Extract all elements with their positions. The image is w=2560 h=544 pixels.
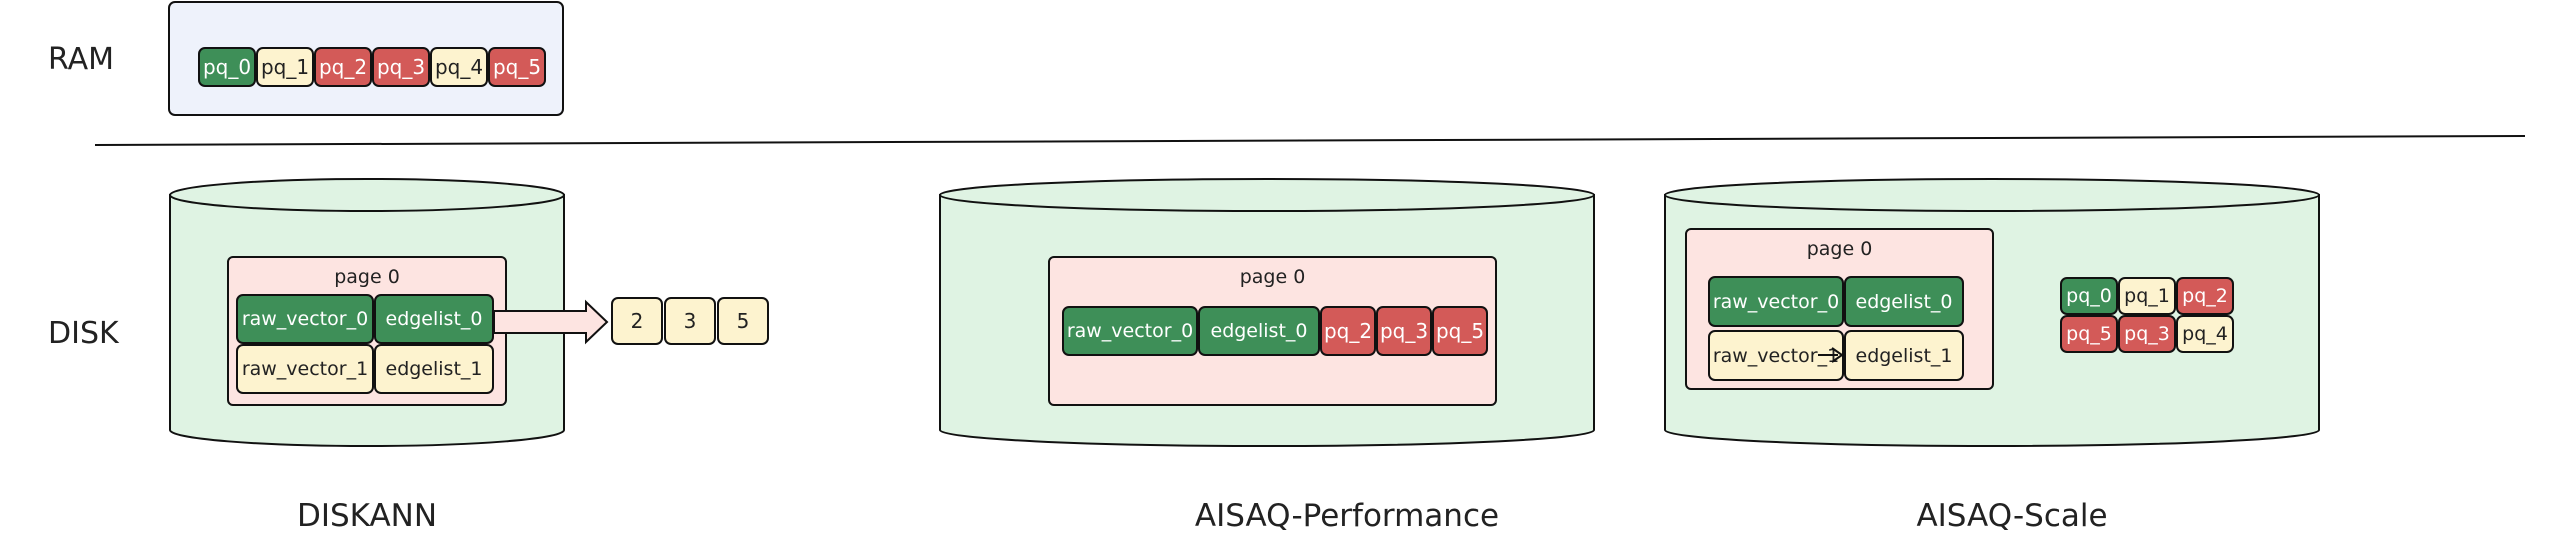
diskann-edgelist-1: edgelist_1 <box>374 344 494 394</box>
aisaq-performance-raw-vector-0: raw_vector_0 <box>1062 306 1198 356</box>
aisaq-scale-page-title: page 0 <box>1806 238 1873 260</box>
diskann-neighbor-5: 5 <box>717 297 769 345</box>
aisaq-performance-pq-5: pq_5 <box>1432 306 1488 356</box>
ram-container: pq_0 pq_1 pq_2 pq_3 pq_4 pq_5 <box>168 1 564 116</box>
aisaq-scale-raw-vector-0: raw_vector_0 <box>1708 276 1844 327</box>
disk-label: DISK <box>48 316 119 351</box>
ram-pq-0: pq_0 <box>198 47 256 87</box>
ram-pq-4: pq_4 <box>430 47 488 87</box>
aisaq-scale-pq-4: pq_4 <box>2176 315 2234 353</box>
ram-pq-1: pq_1 <box>256 47 314 87</box>
diskann-edgelist-0: edgelist_0 <box>374 294 494 344</box>
aisaq-scale-pq-5: pq_5 <box>2060 315 2118 353</box>
aisaq-performance-title: AISAQ-Performance <box>1194 498 1500 534</box>
aisaq-performance-pq-3: pq_3 <box>1376 306 1432 356</box>
aisaq-performance-page-title: page 0 <box>1239 266 1306 288</box>
aisaq-performance-pq-2: pq_2 <box>1320 306 1376 356</box>
ram-pq-2: pq_2 <box>314 47 372 87</box>
aisaq-scale-pq-2: pq_2 <box>2176 277 2234 315</box>
diskann-neighbor-2: 2 <box>611 297 663 345</box>
aisaq-scale-edgelist-1: edgelist_1 <box>1844 330 1964 381</box>
ram-label: RAM <box>48 42 115 77</box>
aisaq-scale-pq-0: pq_0 <box>2060 277 2118 315</box>
ram-pq-3: pq_3 <box>372 47 430 87</box>
aisaq-scale-pq-3: pq_3 <box>2118 315 2176 353</box>
diskann-page-title: page 0 <box>334 266 400 288</box>
diskann-raw-vector-0: raw_vector_0 <box>236 294 374 344</box>
ram-disk-divider <box>94 135 2526 146</box>
ram-pq-5: pq_5 <box>488 47 546 87</box>
aisaq-scale-edgelist-0: edgelist_0 <box>1844 276 1964 327</box>
aisaq-performance-edgelist-0: edgelist_0 <box>1198 306 1320 356</box>
diskann-raw-vector-1: raw_vector_1 <box>236 344 374 394</box>
diskann-neighbor-3: 3 <box>664 297 716 345</box>
aisaq-scale-title: AISAQ-Scale <box>1916 498 2108 534</box>
diskann-title: DISKANN <box>296 498 438 534</box>
aisaq-scale-pq-1: pq_1 <box>2118 277 2176 315</box>
